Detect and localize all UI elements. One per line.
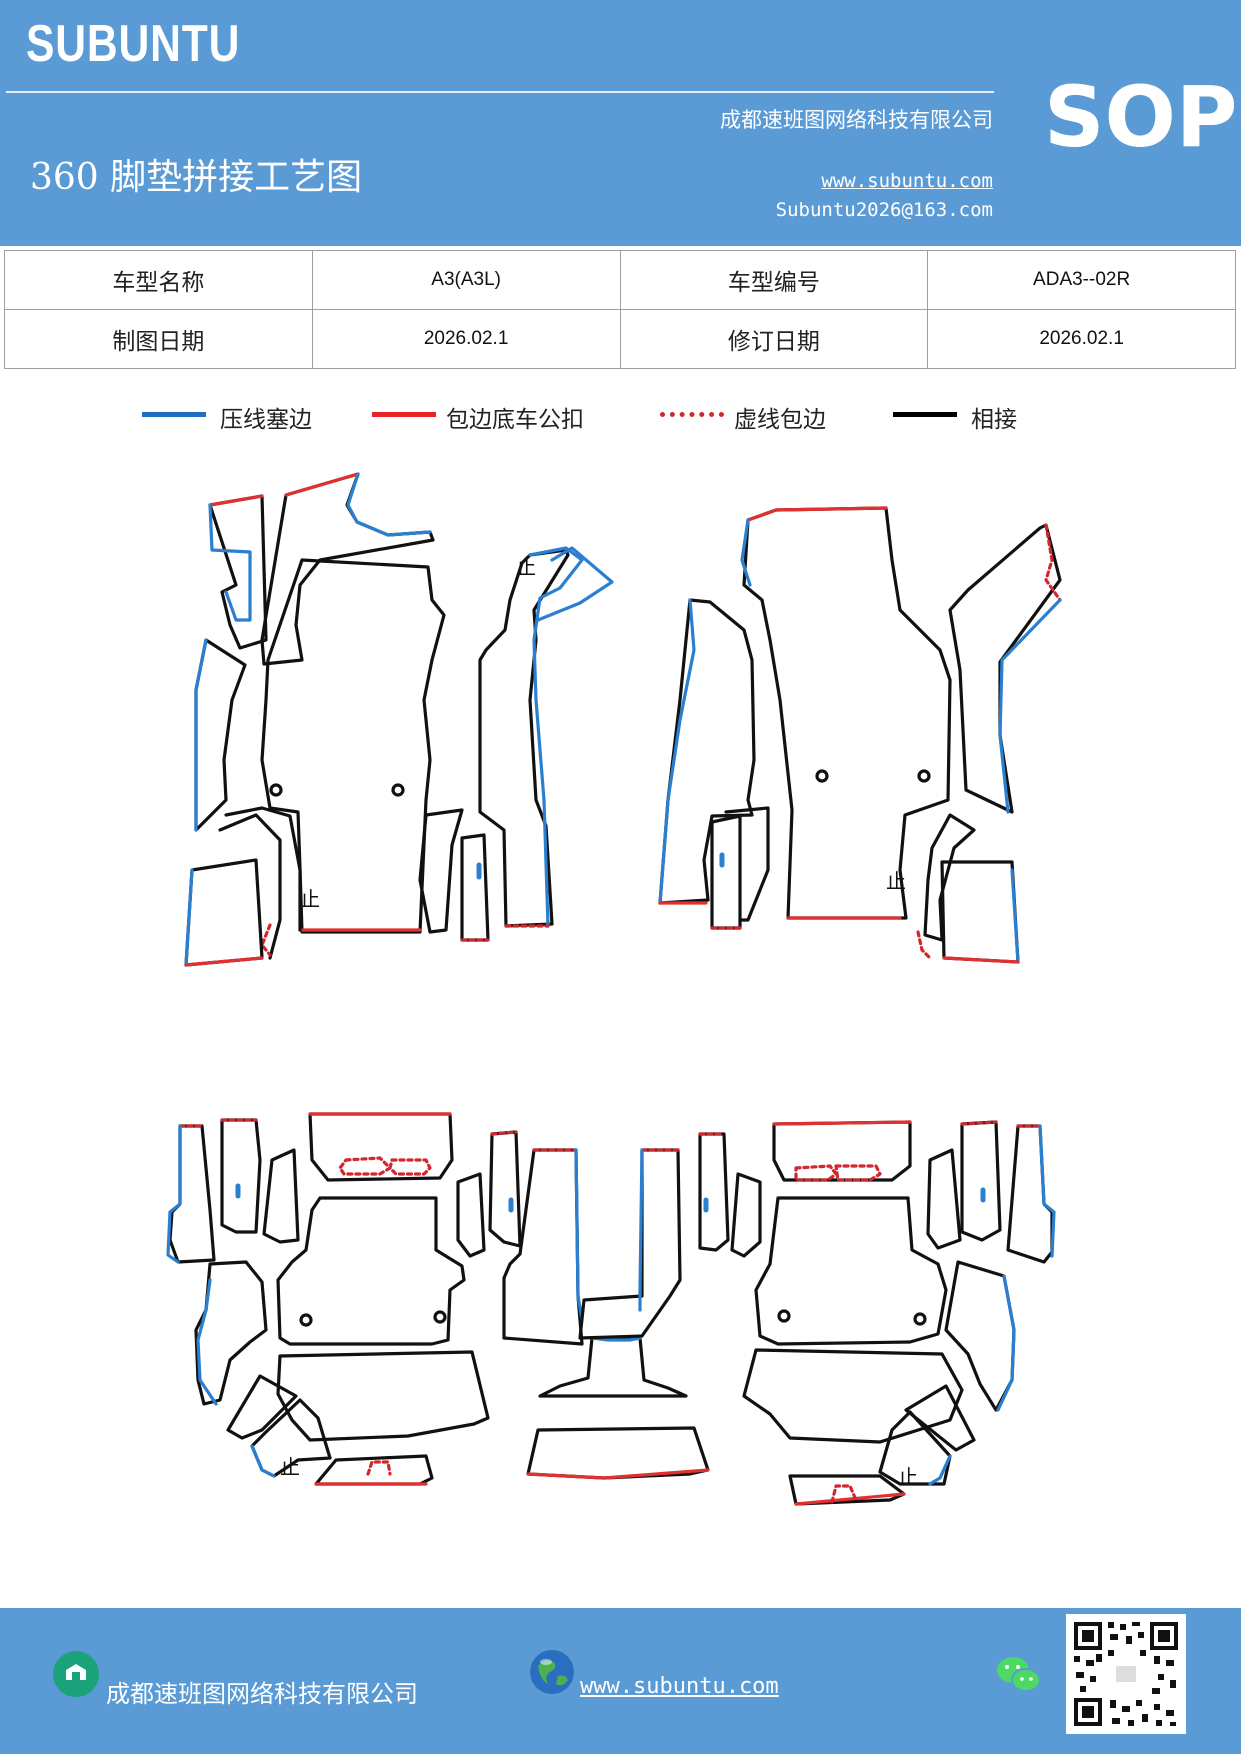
legend-label-joint: 相接 xyxy=(971,407,1017,433)
fastener-hole xyxy=(913,1312,927,1326)
legend: 压线塞边 包边底车公扣 虚线包边 相接 xyxy=(0,400,1241,440)
brand-logo: SUBUNTU xyxy=(26,15,241,73)
legend-swatch-pressed xyxy=(142,412,206,417)
fastener-hole xyxy=(299,1313,313,1327)
document-title: 360 脚垫拼接工艺图 xyxy=(30,157,363,198)
qr-code xyxy=(1066,1614,1186,1734)
stop-marker: 止 xyxy=(516,555,536,579)
legend-label-pressed: 压线塞边 xyxy=(220,407,312,433)
stop-marker: 止 xyxy=(898,1465,918,1489)
draw-date-label: 制图日期 xyxy=(4,309,313,369)
table-row: 制图日期 2026.02.1 修订日期 2026.02.1 xyxy=(4,309,1236,369)
stop-marker: 止 xyxy=(886,869,906,893)
fastener-hole xyxy=(777,1309,791,1323)
fastener-hole xyxy=(815,769,829,783)
stop-marker: 止 xyxy=(300,887,320,911)
sop-label: SOP xyxy=(1044,68,1238,166)
table-row: 车型名称 A3(A3L) 车型编号 ADA3--02R xyxy=(4,250,1236,310)
contact-email: Subuntu2026@163.com xyxy=(775,199,993,221)
front-right-mat: 止 xyxy=(658,506,1062,964)
fastener-hole xyxy=(391,783,405,797)
revision-date-label: 修订日期 xyxy=(619,309,929,369)
legend-swatch-joint xyxy=(893,412,957,417)
center-tunnel-mat xyxy=(526,1336,710,1480)
model-name-label: 车型名称 xyxy=(4,250,313,310)
header-divider xyxy=(6,91,994,93)
footer-website-link[interactable]: www.subuntu.com xyxy=(580,1674,779,1699)
fastener-hole xyxy=(433,1310,447,1324)
qr-code-pattern xyxy=(1074,1622,1178,1726)
wechat-icon[interactable] xyxy=(996,1654,1042,1696)
rear-right-mat: 止 xyxy=(578,1120,1056,1506)
legend-swatch-dotted xyxy=(660,412,724,417)
draw-date-value: 2026.02.1 xyxy=(311,309,621,369)
website-link[interactable]: www.subuntu.com xyxy=(821,170,993,192)
legend-label-dotted: 虚线包边 xyxy=(734,407,826,433)
fastener-hole xyxy=(269,783,283,797)
rear-left-mat: 止 xyxy=(166,1112,584,1486)
model-code-label: 车型编号 xyxy=(619,250,929,310)
company-badge-icon xyxy=(53,1651,99,1697)
legend-label-wrap: 包边底车公扣 xyxy=(446,407,584,433)
footer-company-name: 成都速班图网络科技有限公司 xyxy=(106,1680,418,1708)
footer-banner: 成都速班图网络科技有限公司 www.subuntu.com xyxy=(0,1608,1241,1754)
model-name-value: A3(A3L) xyxy=(311,250,621,310)
fastener-hole xyxy=(917,769,931,783)
stop-marker: 止 xyxy=(280,1455,300,1479)
company-name: 成都速班图网络科技有限公司 xyxy=(720,108,993,132)
vehicle-info-table: 车型名称 A3(A3L) 车型编号 ADA3--02R 制图日期 2026.02… xyxy=(4,250,1236,369)
mat-splicing-diagram: 止 止 止 xyxy=(166,472,1062,1506)
header-banner: SUBUNTU 成都速班图网络科技有限公司 SOP 360 脚垫拼接工艺图 ww… xyxy=(0,0,1241,246)
front-left-mat: 止 止 xyxy=(184,472,614,967)
globe-icon xyxy=(530,1650,574,1694)
legend-swatch-wrap xyxy=(372,412,436,417)
revision-date-value: 2026.02.1 xyxy=(927,309,1236,369)
model-code-value: ADA3--02R xyxy=(927,250,1236,310)
